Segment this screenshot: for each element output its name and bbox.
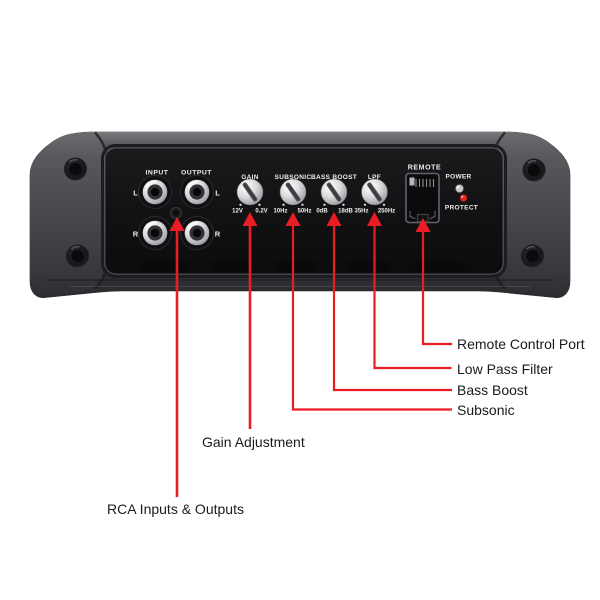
vent-slot	[142, 261, 190, 271]
vent-slot	[211, 261, 252, 271]
remote-port-latch	[409, 177, 415, 186]
vent-slot	[274, 261, 317, 271]
panel-center-screw-hole	[173, 210, 179, 216]
remote-port-pins	[415, 179, 435, 187]
rca-jack-input-right	[137, 215, 173, 251]
callout-arrow-gain	[242, 212, 258, 226]
left-end-cap	[30, 132, 107, 298]
input-label: INPUT	[146, 170, 169, 177]
protect-led	[459, 193, 468, 203]
lpf-knob-label: LPF	[368, 174, 381, 181]
callout-arrow-lpf	[367, 212, 382, 226]
lpf-knob	[360, 178, 389, 208]
callout-label-subsonic: Subsonic	[457, 402, 515, 418]
power-led-label: POWER	[445, 174, 471, 181]
callout-label-remote-control-port: Remote Control Port	[457, 335, 585, 352]
subsonic-max-label: 50Hz	[297, 209, 311, 215]
subsonic-knob	[279, 178, 307, 208]
callout-line-remote	[421, 230, 452, 346]
screw-icon	[65, 243, 90, 269]
left-channel-label: L	[133, 189, 138, 198]
bass-boost-min-label: 0dB	[316, 209, 328, 215]
remote-port	[405, 172, 440, 224]
subsonic-min-label: 10Hz	[273, 209, 287, 215]
callout-label-low-pass-filter: Low Pass Filter	[457, 360, 553, 377]
callout-line-subsonic	[291, 224, 452, 411]
panel-groove	[101, 144, 507, 278]
bass-boost-knob	[320, 178, 348, 208]
callout-label-rca-inputs-outputs: RCA Inputs & Outputs	[107, 500, 244, 517]
gain-min-label: 12V	[232, 209, 243, 215]
vent-slots	[142, 261, 465, 271]
protect-led-label: PROTECT	[445, 205, 478, 212]
subsonic-knob-label: SUBSONIC	[275, 174, 312, 181]
callout-line-bass-boost	[332, 224, 452, 392]
callout-label-gain-adjustment: Gain Adjustment	[202, 433, 305, 450]
front-panel: INPUT OUTPUT L L R R GAIN 12V 0.2V SUBSO…	[101, 144, 507, 278]
callout-arrow-bass-boost	[326, 212, 342, 226]
callout-label-bass-boost: Bass Boost	[457, 382, 528, 398]
gain-max-label: 0.2V	[255, 209, 267, 215]
right-end-cap	[493, 132, 570, 298]
gain-knob	[236, 178, 264, 208]
rca-jack-input-left	[137, 174, 173, 210]
screw-icon	[521, 157, 547, 183]
protect-led-highlight	[461, 195, 464, 198]
gain-knob-label: GAIN	[241, 174, 258, 181]
power-led	[454, 183, 465, 194]
right-channel-label: R	[133, 230, 139, 239]
chassis-top-highlight	[47, 132, 553, 147]
screw-icon	[520, 243, 545, 269]
power-led-highlight	[456, 185, 460, 189]
lpf-min-label: 35Hz	[354, 209, 368, 215]
lpf-max-label: 250Hz	[378, 209, 395, 215]
rca-jack-output-right	[179, 215, 215, 251]
bass-boost-max-label: 18dB	[338, 209, 353, 215]
remote-port-label: REMOTE	[408, 165, 442, 172]
output-label: OUTPUT	[181, 170, 212, 177]
left-channel-label: L	[215, 189, 220, 198]
bass-boost-knob-label: BASS BOOST	[311, 174, 357, 181]
callout-arrow-rca	[169, 217, 185, 231]
callout-arrow-remote	[415, 218, 431, 232]
vent-slot	[415, 261, 465, 271]
vent-slot	[346, 261, 391, 271]
callout-arrow-subsonic	[285, 212, 301, 226]
callout-graphics	[169, 212, 452, 497]
screw-icon	[63, 156, 88, 182]
rca-jack-output-left	[179, 174, 215, 210]
callout-line-lpf	[373, 224, 452, 370]
right-channel-label: R	[215, 230, 221, 239]
